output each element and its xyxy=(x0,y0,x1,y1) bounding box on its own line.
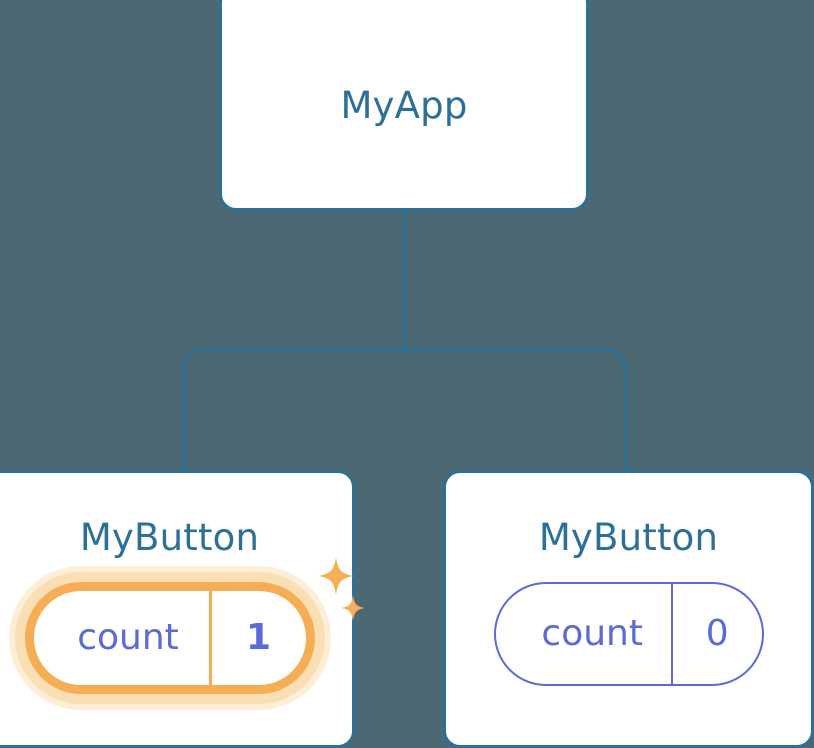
pill-glow-inner xyxy=(14,572,325,704)
node-title: MyButton xyxy=(538,516,719,559)
state-value: 1 xyxy=(245,617,272,658)
connector-branch-right xyxy=(404,348,627,476)
state-key: count xyxy=(496,584,673,684)
pill-glow-outer xyxy=(8,566,331,710)
node-title: MyButton xyxy=(79,516,260,559)
node-title: MyApp xyxy=(340,84,468,127)
node-mybutton-right[interactable]: MyButton count 0 xyxy=(443,470,814,748)
state-pill-wrapper: count 0 xyxy=(493,582,764,686)
state-pill-updated[interactable]: count 1 xyxy=(24,582,315,694)
state-value: 0 xyxy=(705,613,729,654)
connector-branch-left xyxy=(182,348,405,476)
node-mybutton-left[interactable]: MyButton count 1 xyxy=(0,470,355,748)
state-key: count xyxy=(34,591,212,685)
node-myapp[interactable]: MyApp xyxy=(219,0,589,211)
state-pill-idle[interactable]: count 0 xyxy=(493,582,764,686)
state-pill-wrapper: count 1 xyxy=(8,566,331,710)
